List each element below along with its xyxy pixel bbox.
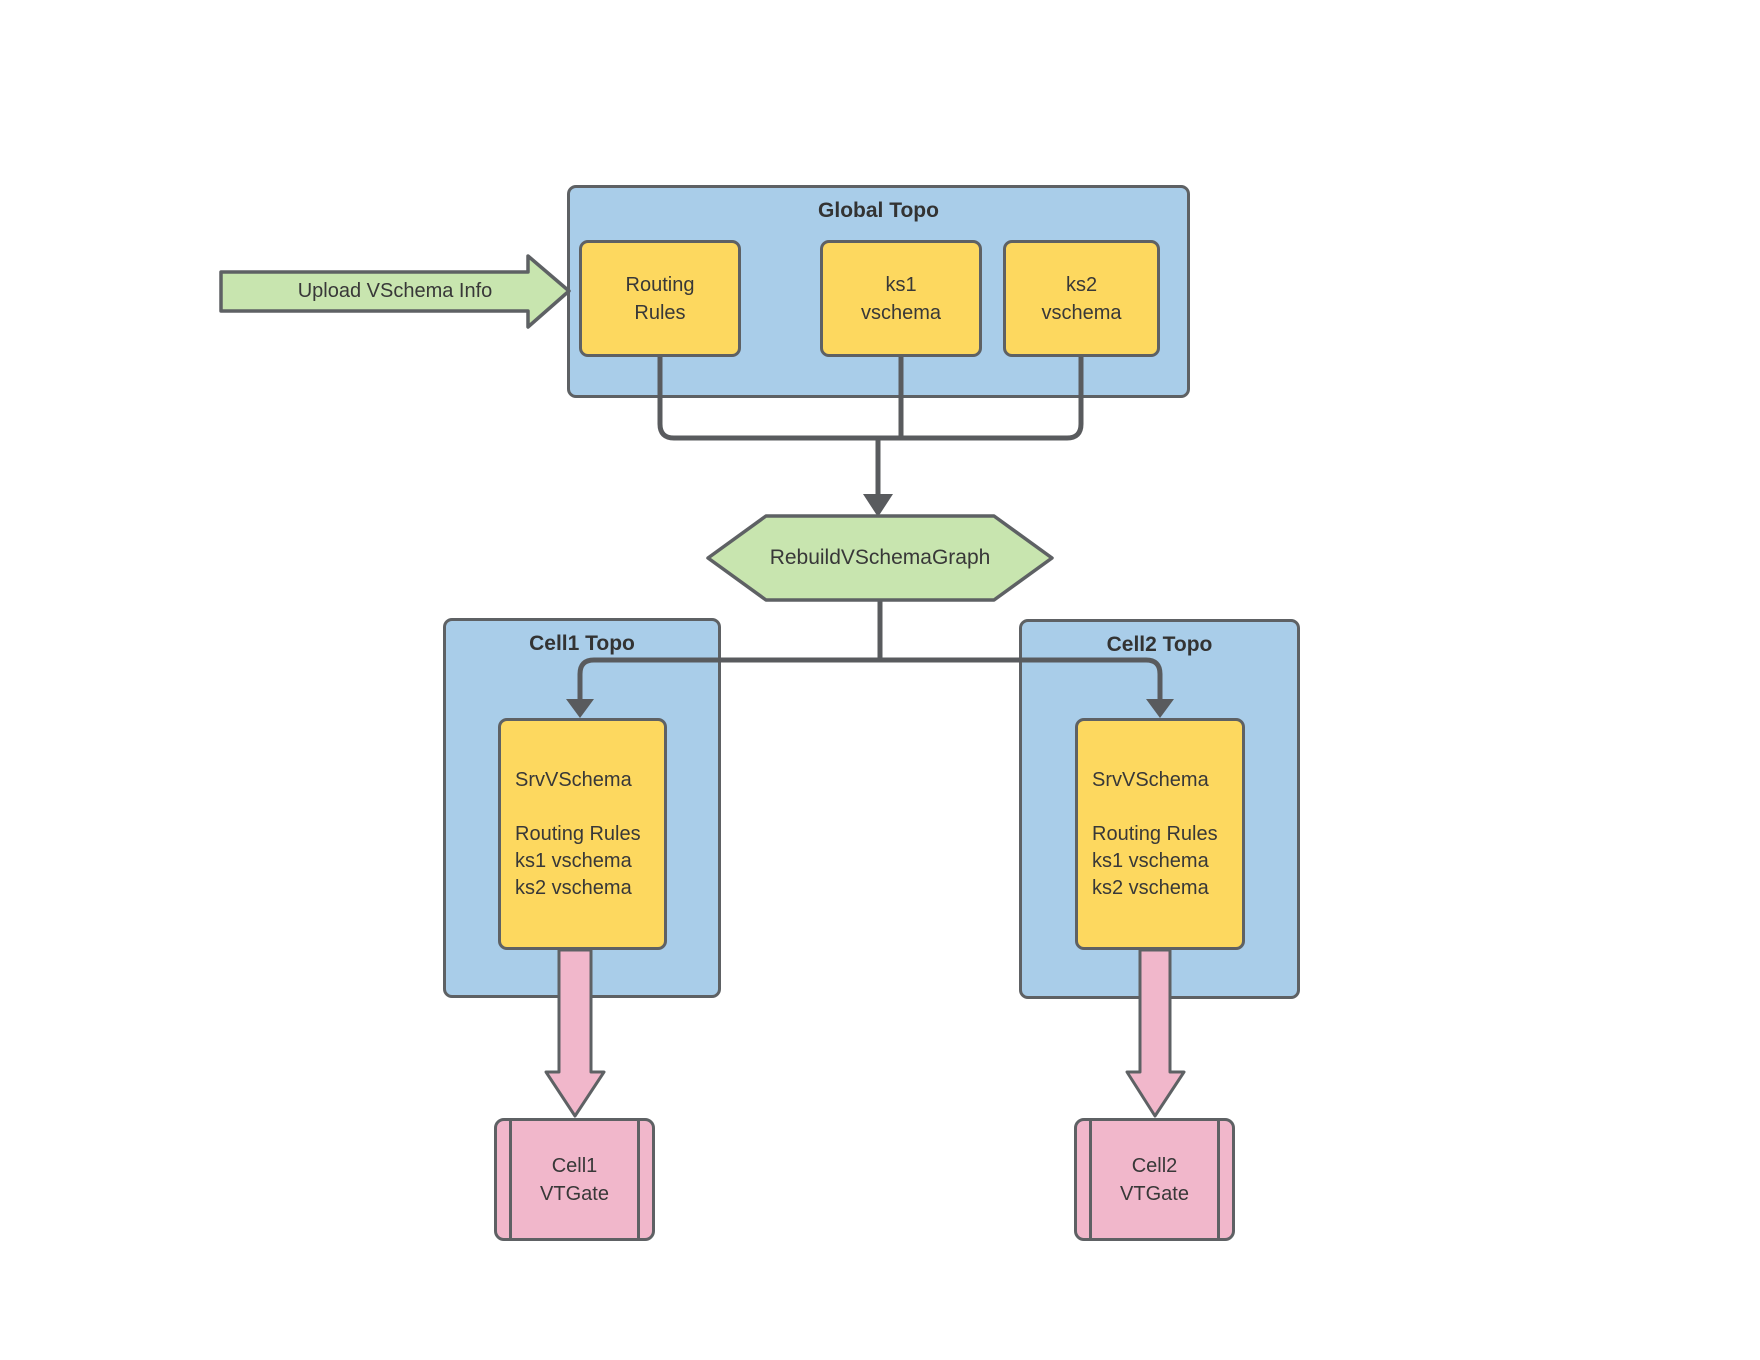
node-routing-rules: Routing Rules	[579, 240, 741, 357]
rebuild-vschemagraph-hexagon	[706, 514, 1054, 602]
cell1-vtgate-label: Cell1 VTGate	[540, 1154, 609, 1205]
cell2-vtgate-node: Cell2 VTGate	[1074, 1118, 1235, 1241]
cell2-vtgate-label: Cell2 VTGate	[1120, 1154, 1189, 1205]
cell1-vtgate-node: Cell1 VTGate	[494, 1118, 655, 1241]
vtgate-right-stripe	[637, 1121, 640, 1238]
vtgate-left-stripe	[1089, 1121, 1092, 1238]
arrowhead-to-cell1-srvvschema	[566, 699, 594, 718]
connector-cells-bus	[577, 657, 1163, 701]
connector-global-bus	[657, 357, 1084, 441]
cell2-srvvschema-node: SrvVSchema Routing Rules ks1 vschema ks2…	[1075, 718, 1245, 950]
cell1-topo-title: Cell1 Topo	[529, 632, 635, 655]
cell1-vtgate-arrow	[544, 948, 606, 1118]
cell2-topo-title: Cell2 Topo	[1106, 633, 1213, 656]
upload-vschema-arrow-label: Upload VSchema Info	[297, 279, 493, 302]
upload-vschema-arrow-shape	[219, 254, 571, 329]
rebuild-vschemagraph-label: RebuildVSchemaGraph	[769, 546, 991, 569]
node-ks2-vschema: ks2 vschema	[1003, 240, 1160, 357]
node-ks1-vschema: ks1 vschema	[820, 240, 982, 357]
arrowhead-to-cell2-srvvschema	[1146, 699, 1174, 718]
cell1-srvvschema-node: SrvVSchema Routing Rules ks1 vschema ks2…	[498, 718, 667, 950]
vtgate-right-stripe	[1217, 1121, 1220, 1238]
global-topo-title: Global Topo	[818, 199, 939, 222]
cell2-vtgate-arrow	[1125, 948, 1186, 1118]
vtgate-left-stripe	[509, 1121, 512, 1238]
arrowhead-to-rebuild	[863, 494, 893, 517]
